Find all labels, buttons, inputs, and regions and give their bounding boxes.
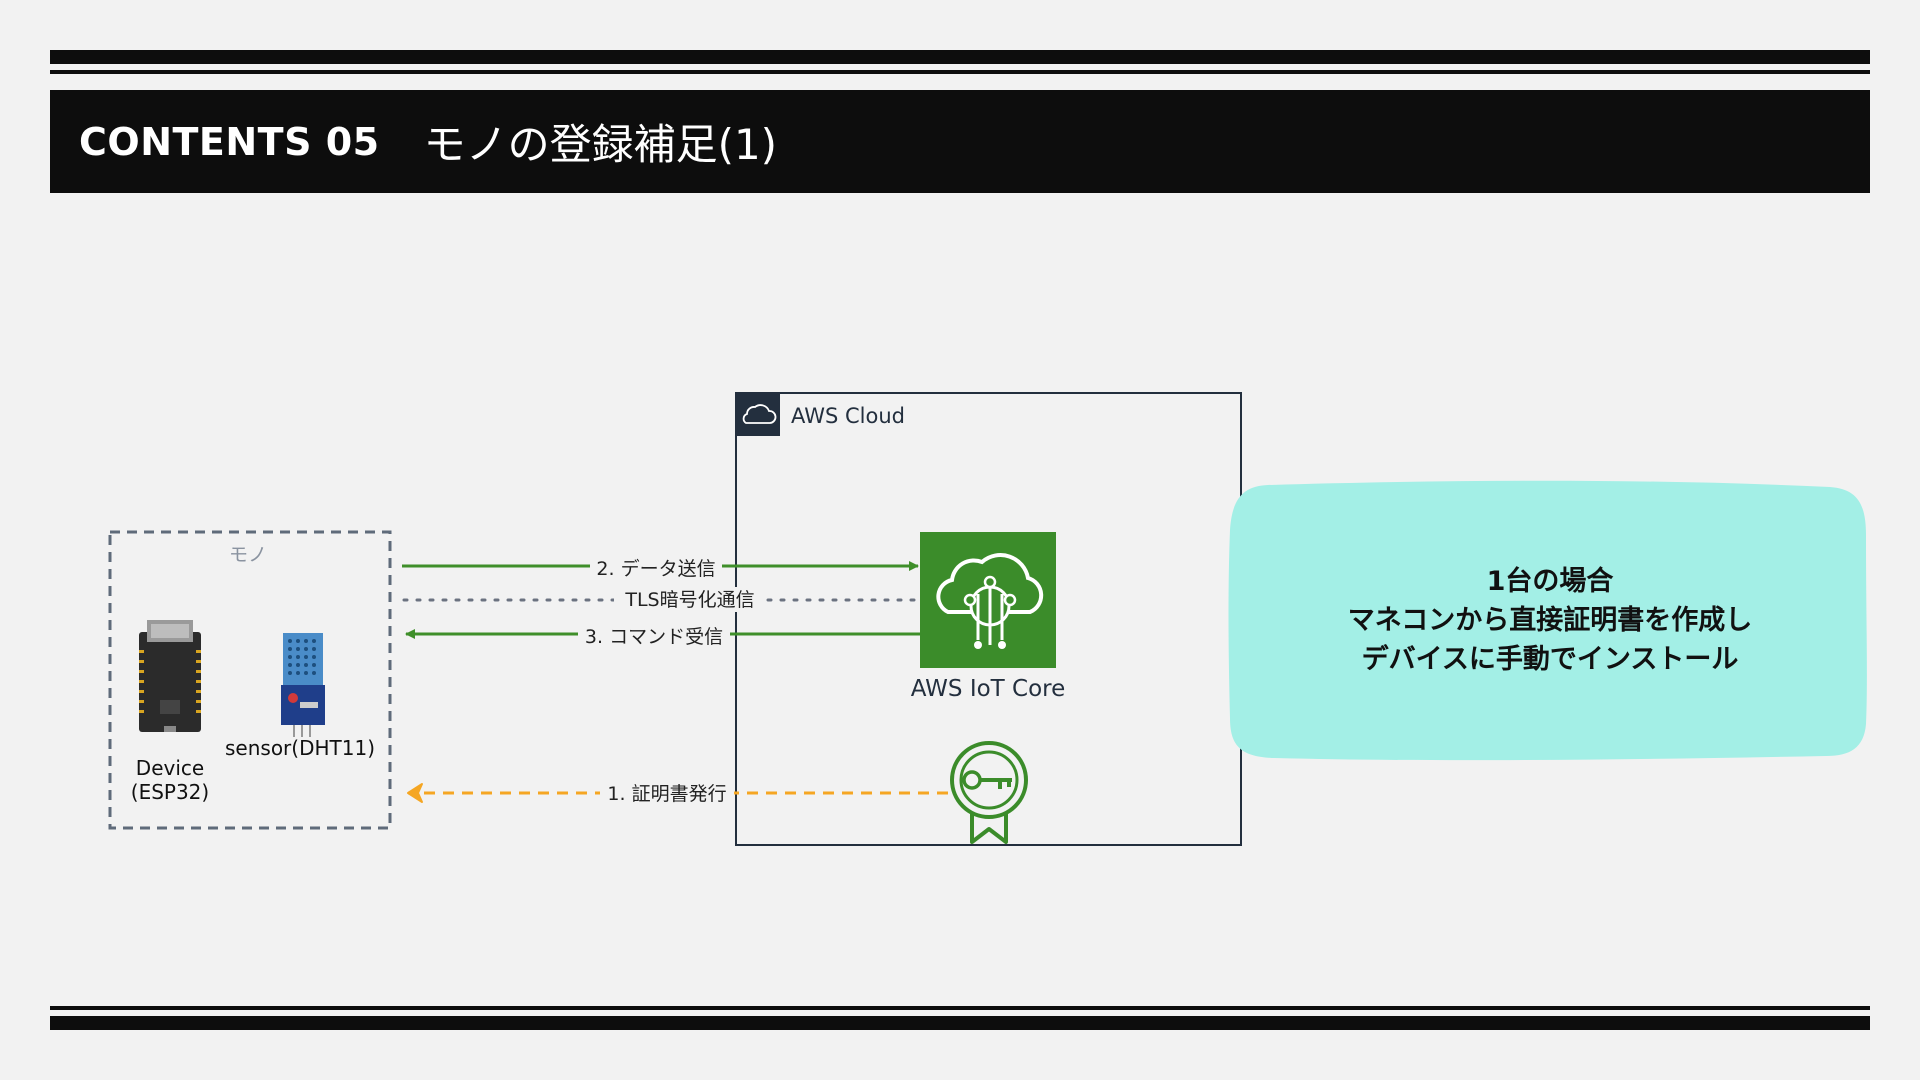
sensor-label: sensor(DHT11) [225,736,375,760]
aws-cloud-header-tile [736,393,780,436]
cloud-icon [742,404,777,424]
section-label: CONTENTS 05 [79,119,380,164]
page-title: モノの登録補足(1) [423,120,778,169]
dht11-sensor-icon [281,633,325,737]
top-rule-thin [50,70,1870,74]
bottom-rule-thick [50,1016,1870,1030]
top-rule-thick [50,50,1870,64]
device-label-line2: (ESP32) [131,780,209,804]
callout-text: 1台の場合 マネコンから直接証明書を作成し デバイスに手動でインストール [1230,485,1870,755]
arrow-certificate-issue-head [407,783,423,803]
iot-core-icon [920,532,1056,668]
aws-cloud-label: AWS Cloud [791,404,905,428]
esp32-board-icon [139,620,201,732]
thing-group-box [108,530,392,830]
callout-line3: デバイスに手動でインストール [1361,643,1739,675]
iot-core-label: AWS IoT Core [911,676,1066,702]
header-banner: CONTENTS 05 モノの登録補足(1) [50,90,1870,193]
arrow-certificate-issue-label: 1. 証明書発行 [607,783,726,805]
device-label-line1: Device [136,756,204,780]
certificate-icon [950,741,1028,844]
arrow-data-send-label: 2. データ送信 [596,558,715,580]
thing-group-label: モノ [229,544,267,566]
tls-label: TLS暗号化通信 [624,589,754,611]
callout-line1: 1台の場合 [1486,565,1614,597]
arrow-command-receive-label: 3. コマンド受信 [585,626,723,648]
callout-line2: マネコンから直接証明書を作成し [1347,604,1753,636]
bottom-rule-thin [50,1006,1870,1010]
callout-box [1228,480,1867,761]
